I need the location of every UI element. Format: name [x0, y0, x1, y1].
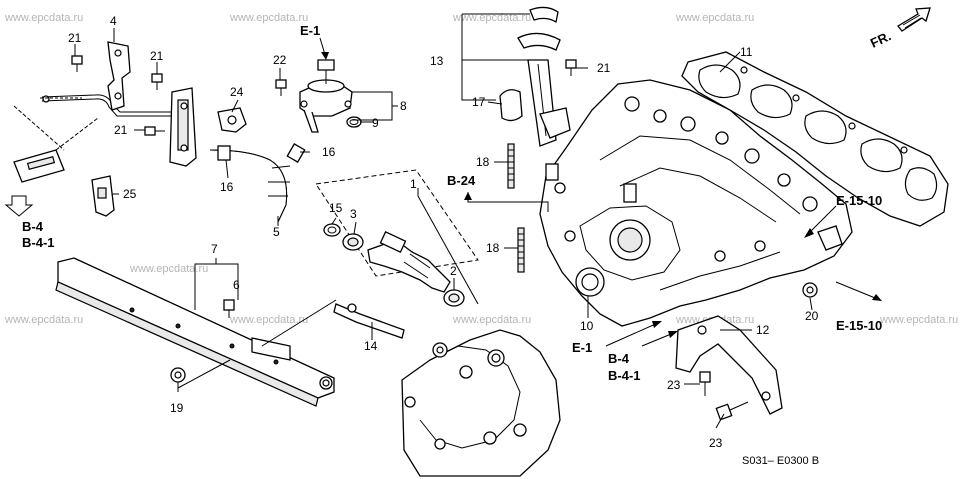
part-number-16: 16 [322, 145, 336, 159]
reference-e1510-lower: E-15-10 [836, 318, 882, 333]
bolt-icon [715, 401, 749, 421]
part-number-21: 21 [68, 31, 82, 45]
part-number-16: 16 [220, 180, 234, 194]
part-number-10: 10 [580, 319, 594, 333]
reference-b24: B-24 [447, 173, 476, 188]
wire-harness-bracket [499, 6, 577, 147]
part-number-25: 25 [123, 187, 137, 201]
watermark: www.epcdata.ru [4, 314, 83, 326]
watermark: www.epcdata.ru [4, 12, 83, 24]
reference-b4-left: B-4 [22, 219, 44, 234]
part-number-9: 9 [372, 116, 379, 130]
part-number-11: 11 [740, 45, 753, 59]
part-number-24: 24 [230, 85, 244, 99]
part-number-8: 8 [400, 99, 407, 113]
fuel-rail [55, 257, 335, 407]
part-number-13: 13 [430, 54, 444, 68]
fuel-injector-group [315, 169, 479, 307]
part-number-21: 21 [150, 49, 164, 63]
bolt-icon [275, 79, 287, 96]
reference-b4-mid: B-4 [608, 351, 630, 366]
part-number-23: 23 [709, 436, 723, 450]
leader-lines [74, 13, 882, 429]
part-number-18: 18 [486, 241, 500, 255]
part-number-4: 4 [110, 14, 117, 28]
part-number-21: 21 [597, 61, 611, 75]
watermark: www.epcdata.ru [879, 314, 958, 326]
manifold-bracket [675, 282, 818, 421]
part-number-17: 17 [472, 95, 486, 109]
watermark-layer: www.epcdata.ru www.epcdata.ru www.epcdat… [4, 12, 958, 326]
part-number-21: 21 [114, 123, 128, 137]
fuel-return-line-assembly [4, 41, 362, 223]
bolt-icon [144, 126, 165, 136]
stud-bolt-pair [507, 143, 525, 273]
reference-e1-top: E-1 [300, 23, 320, 38]
part-number-22: 22 [273, 53, 287, 67]
reference-e1-mid: E-1 [572, 340, 592, 355]
part-number-3: 3 [350, 207, 357, 221]
watermark: www.epcdata.ru [452, 12, 531, 24]
part-number-20: 20 [805, 309, 819, 323]
part-number-18: 18 [476, 155, 490, 169]
part-number-1: 1 [410, 177, 417, 191]
part-number-5: 5 [273, 225, 280, 239]
down-arrow-icon [4, 195, 34, 217]
part-number-19: 19 [170, 401, 184, 415]
part-number-15: 15 [329, 201, 343, 215]
bolt-icon [151, 73, 163, 90]
intake-manifold [539, 79, 853, 327]
bolt-icon [71, 55, 83, 72]
reference-b41-left: B-4-1 [22, 235, 55, 250]
watermark: www.epcdata.ru [229, 12, 308, 24]
part-number-2: 2 [450, 264, 457, 278]
part-number-14: 14 [364, 339, 378, 353]
watermark: www.epcdata.ru [129, 263, 208, 275]
front-direction-indicator: FR. [868, 7, 931, 51]
bolt-icon [699, 371, 711, 396]
part-number-labels: 4 21 21 21 22 24 16 16 5 8 9 25 7 6 19 1… [68, 14, 819, 450]
front-label: FR. [868, 28, 893, 50]
part-number-6: 6 [233, 278, 240, 292]
diagram-code: S031– E0300 B [742, 455, 819, 467]
part-number-7: 7 [211, 242, 218, 256]
reference-e1510-upper: E-15-10 [836, 193, 882, 208]
lower-manifold-section [261, 299, 561, 477]
watermark: www.epcdata.ru [229, 314, 308, 326]
watermark: www.epcdata.ru [675, 12, 754, 24]
part-number-12: 12 [756, 323, 770, 337]
front-arrow-icon [897, 7, 931, 32]
reference-labels: E-1 B-4 B-4-1 B-24 E-1 B-4 B-4-1 E-15-10… [22, 23, 882, 383]
watermark: www.epcdata.ru [452, 314, 531, 326]
reference-b41-mid: B-4-1 [608, 368, 641, 383]
manifold-gasket [681, 51, 949, 227]
part-number-23: 23 [667, 378, 681, 392]
